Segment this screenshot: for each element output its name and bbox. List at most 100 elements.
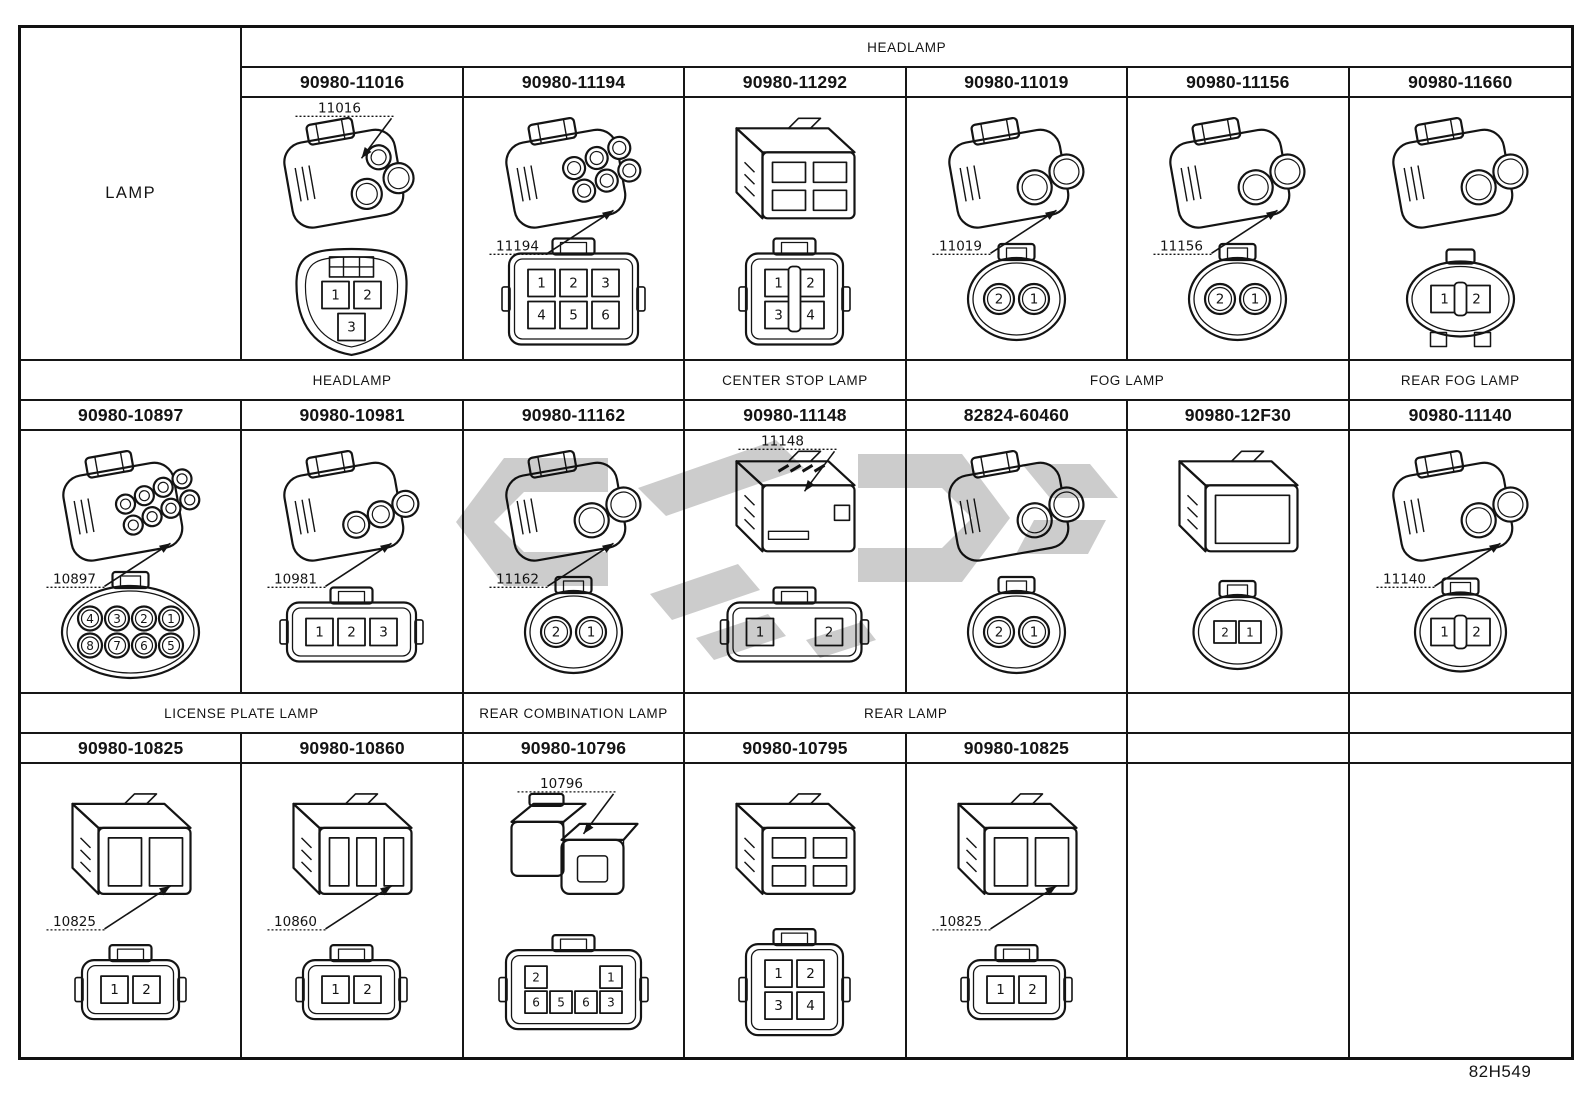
svg-text:6: 6 [140,639,148,653]
part-number: 90980-11156 [1128,68,1350,98]
part-number: 90980-10796 [463,734,686,764]
part-number: 90980-10795 [685,734,907,764]
part-number: 90980-11660 [1349,68,1571,98]
svg-text:6: 6 [601,307,610,323]
section-header-license-plate-lamp: LICENSE PLATE LAMP [21,694,464,734]
svg-text:2: 2 [806,275,815,291]
svg-text:2: 2 [806,966,815,982]
section-header-center-stop-lamp: CENTER STOP LAMP [685,361,907,401]
svg-text:1: 1 [1029,291,1038,307]
svg-text:1: 1 [774,966,783,982]
part-number: 90980-10981 [242,401,464,431]
svg-text:2: 2 [994,624,1003,640]
part-number: 90980-12F30 [1128,401,1350,431]
part-number: 90980-10825 [21,734,243,764]
svg-text:8: 8 [86,639,94,653]
svg-text:2: 2 [348,624,357,640]
section-header-rear-lamp: REAR LAMP [685,694,1129,734]
svg-text:10796: 10796 [540,776,583,792]
svg-text:2: 2 [1472,291,1481,307]
svg-text:2: 2 [825,624,834,640]
svg-text:11156: 11156 [1160,238,1203,254]
row-label-lamp: LAMP [21,28,243,361]
svg-text:6: 6 [532,996,540,1010]
connector-cell: 10796 2 1 6 5 6 3 [464,764,686,1057]
svg-text:11194: 11194 [496,238,539,254]
svg-text:1: 1 [1029,624,1038,640]
svg-text:3: 3 [380,624,389,640]
svg-text:1: 1 [1246,625,1254,639]
svg-text:11162: 11162 [496,571,539,587]
svg-text:3: 3 [774,998,783,1014]
connector-cell: 11148 1 2 [685,431,907,694]
svg-text:1: 1 [1251,291,1260,307]
svg-text:10897: 10897 [53,571,96,587]
svg-text:1: 1 [332,287,341,303]
svg-text:7: 7 [113,639,121,653]
svg-text:2: 2 [364,287,373,303]
part-number: 90980-10825 [906,734,1129,764]
svg-text:10825: 10825 [939,914,982,930]
svg-text:4: 4 [537,307,546,323]
section-header-headlamp-1: HEADLAMP [242,28,1571,68]
svg-text:1: 1 [607,971,615,985]
svg-text:3: 3 [348,319,357,335]
svg-text:3: 3 [607,996,615,1010]
empty-header-cell [1128,694,1350,734]
part-number: 90980-11162 [463,401,686,431]
svg-text:11019: 11019 [939,238,982,254]
svg-text:1: 1 [332,982,341,998]
svg-text:1: 1 [110,982,119,998]
page-code: 82H549 [1468,1062,1532,1081]
section-header-fog-lamp: FOG LAMP [906,361,1350,401]
svg-text:2: 2 [364,982,373,998]
connector-cell: 11162 2 1 [463,431,686,694]
connector-cell: 10825 1 2 [907,764,1129,1057]
svg-text:2: 2 [1216,291,1225,307]
svg-text:2: 2 [994,291,1003,307]
svg-text:2: 2 [1221,625,1229,639]
svg-text:4: 4 [806,998,815,1014]
empty-header-cell [1349,694,1571,734]
svg-text:2: 2 [552,624,561,640]
svg-text:1: 1 [537,275,546,291]
svg-text:4: 4 [86,612,94,626]
svg-text:2: 2 [532,971,540,985]
svg-text:6: 6 [582,996,590,1010]
part-number: 90980-10897 [21,401,243,431]
svg-text:1: 1 [996,982,1005,998]
svg-text:2: 2 [140,612,148,626]
svg-text:1: 1 [1440,624,1449,640]
part-number: 90980-11194 [463,68,686,98]
part-number: 90980-11019 [906,68,1129,98]
svg-text:11016: 11016 [318,100,361,116]
section-header-rear-fog-lamp: REAR FOG LAMP [1349,361,1571,401]
svg-text:3: 3 [774,307,783,323]
svg-text:1: 1 [587,624,596,640]
part-number: 82824-60460 [906,401,1129,431]
empty-part-cell [1128,734,1350,764]
svg-text:2: 2 [1028,982,1037,998]
section-header-headlamp-2: HEADLAMP [21,361,686,401]
svg-text:1: 1 [774,275,783,291]
part-number: 90980-10860 [242,734,464,764]
parts-table: LAMP HEADLAMP 90980-11016 90980-11194 90… [18,25,1574,1060]
connector-cell: 11019 2 1 [906,98,1129,361]
svg-text:5: 5 [167,639,175,653]
svg-text:5: 5 [557,996,565,1010]
empty-cell [1350,764,1571,1057]
svg-text:10825: 10825 [53,914,96,930]
part-number: 90980-11292 [685,68,907,98]
svg-text:2: 2 [569,275,578,291]
svg-text:11148: 11148 [761,433,804,449]
svg-text:1: 1 [756,624,765,640]
